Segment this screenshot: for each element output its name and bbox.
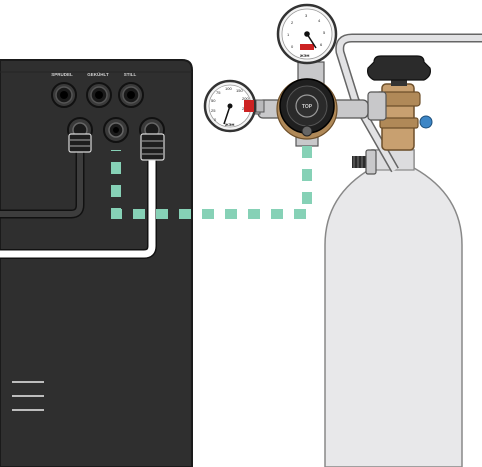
svg-text:50: 50 [211,98,216,103]
svg-text:2: 2 [291,20,294,25]
svg-text:3: 3 [305,13,308,18]
svg-text:0: 0 [214,117,217,122]
pressure-gauge-top: 0 1 2 3 4 5 6 ЖЭН [276,3,338,65]
dark-hose [0,150,85,219]
co2-gas-line [111,146,312,219]
port-label-still: STILL [124,72,137,77]
port-label-gekuehlt: GEKÜHLT [87,71,109,77]
svg-text:75: 75 [216,90,221,95]
svg-text:0: 0 [291,44,294,49]
svg-text:100: 100 [225,86,232,91]
dispenser-unit [0,59,193,467]
gauge-left-brand: ЖЭН [224,122,234,127]
svg-text:1: 1 [287,32,290,37]
regulator-logo: TOP [302,104,313,110]
pressure-gauge-left: 0 25 50 75 100 150 200 250 ЖЭН [203,79,265,133]
hose-fitting-left [68,133,92,153]
svg-text:4: 4 [318,18,321,23]
port-labels: SPRUDEL GEKÜHLT STILL [51,71,136,77]
inlet-port-co2[interactable] [103,117,129,143]
hose-fitting-right [140,133,165,161]
co2-cylinder [324,149,463,467]
valve-knob[interactable] [367,55,431,86]
svg-text:5: 5 [323,30,326,35]
svg-text:6: 6 [320,42,323,47]
svg-text:25: 25 [211,108,216,113]
light-hose [0,160,157,259]
outlet-port-still[interactable] [118,82,144,108]
cylinder-handle [335,33,482,173]
port-label-sprudel: SPRUDEL [51,72,73,77]
svg-text:150: 150 [236,88,243,93]
outlet-port-gekuehlt[interactable] [86,82,112,108]
gauge-top-ticks: 0 1 2 3 4 5 6 [287,13,326,49]
vent-lines-icon [12,381,44,411]
outlet-port-sprudel[interactable] [51,82,77,108]
svg-text:200: 200 [242,96,249,101]
regulator: TOP [249,61,369,147]
side-bolt [352,149,377,175]
gauge-top-brand: ЖЭН [299,53,309,58]
